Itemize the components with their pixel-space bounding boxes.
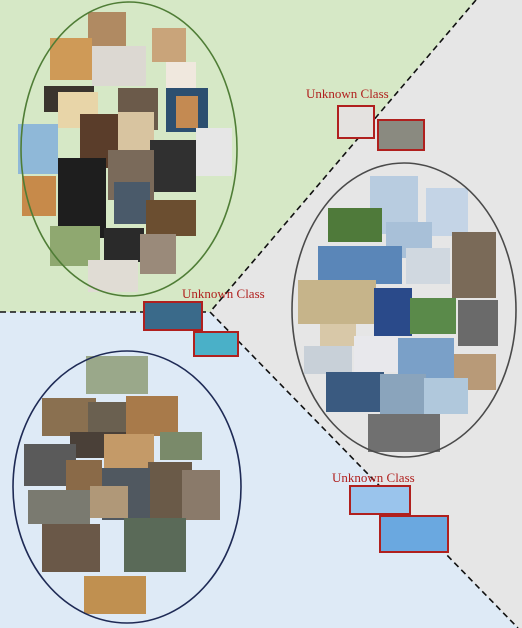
- bird-photo: [326, 372, 384, 412]
- unknown-cat-photo: [337, 105, 375, 139]
- dog-photo: [118, 112, 154, 152]
- unknown-airplane-samples: [349, 485, 449, 553]
- bird-photo: [354, 336, 398, 372]
- dog-photo: [18, 124, 58, 174]
- elephant-photo: [182, 470, 220, 520]
- dog-photo: [88, 260, 138, 292]
- elephant-photo: [104, 434, 154, 470]
- dog-photo: [140, 234, 176, 274]
- bird-photo: [374, 288, 412, 336]
- dog-photo: [22, 176, 56, 216]
- dog-photo: [196, 128, 232, 176]
- dog-photo: [114, 182, 150, 224]
- bird-cluster-ellipse: [291, 162, 517, 458]
- elephant-photo: [84, 576, 146, 614]
- boundary-line-bottom: [209, 311, 519, 628]
- dog-photo: [152, 28, 186, 62]
- bird-photo: [318, 246, 402, 284]
- dog-cluster-ellipse: [20, 1, 238, 297]
- dog-photo: [150, 140, 196, 192]
- elephant-photo: [42, 398, 96, 436]
- unknown-cat-samples: [337, 105, 425, 151]
- dog-photo: [88, 12, 126, 48]
- bird-photo: [398, 338, 454, 378]
- bird-photo: [380, 374, 426, 414]
- dog-photo: [58, 158, 106, 238]
- bird-photo: [452, 232, 496, 298]
- unknown-sea-creature-samples: [143, 301, 239, 357]
- dog-photo: [146, 200, 196, 236]
- unknown-class-label-bottom: Unknown Class: [332, 470, 415, 485]
- dog-cluster: [18, 1, 238, 297]
- dog-photo: [50, 38, 92, 80]
- elephant-photo: [42, 524, 100, 572]
- elephant-photo: [66, 460, 102, 490]
- unknown-class-label-middle: Unknown Class: [182, 286, 265, 301]
- bird-photo: [458, 300, 498, 346]
- elephant-cluster-ellipse: [12, 350, 242, 624]
- elephant-photo: [88, 402, 132, 436]
- dog-photo: [104, 228, 144, 262]
- elephant-photo: [28, 490, 90, 524]
- bird-photo: [426, 188, 468, 236]
- elephant-photo: [124, 518, 186, 572]
- elephant-photo: [126, 396, 178, 436]
- bird-photo: [320, 324, 356, 346]
- bird-photo: [368, 414, 440, 452]
- bird-photo: [328, 208, 382, 242]
- unknown-class-label-top: Unknown Class: [306, 86, 389, 101]
- elephant-photo: [86, 356, 148, 394]
- bird-photo: [424, 378, 468, 414]
- dog-photo: [92, 46, 146, 86]
- bird-photo: [406, 248, 450, 284]
- bird-photo: [298, 280, 376, 324]
- boundary-line-top: [209, 0, 477, 313]
- elephant-photo: [90, 486, 128, 518]
- dog-photo: [166, 62, 196, 90]
- bird-cluster: [291, 162, 517, 458]
- bird-photo: [410, 298, 456, 334]
- elephant-photo: [160, 432, 202, 460]
- unknown-sea-creature-photo: [143, 301, 203, 331]
- unknown-sea-creature-photo: [193, 331, 239, 357]
- dog-photo: [176, 96, 198, 128]
- elephant-cluster: [12, 350, 242, 624]
- bird-photo: [304, 346, 352, 374]
- unknown-cat-photo: [377, 119, 425, 151]
- unknown-airplane-photo: [379, 515, 449, 553]
- unknown-airplane-photo: [349, 485, 411, 515]
